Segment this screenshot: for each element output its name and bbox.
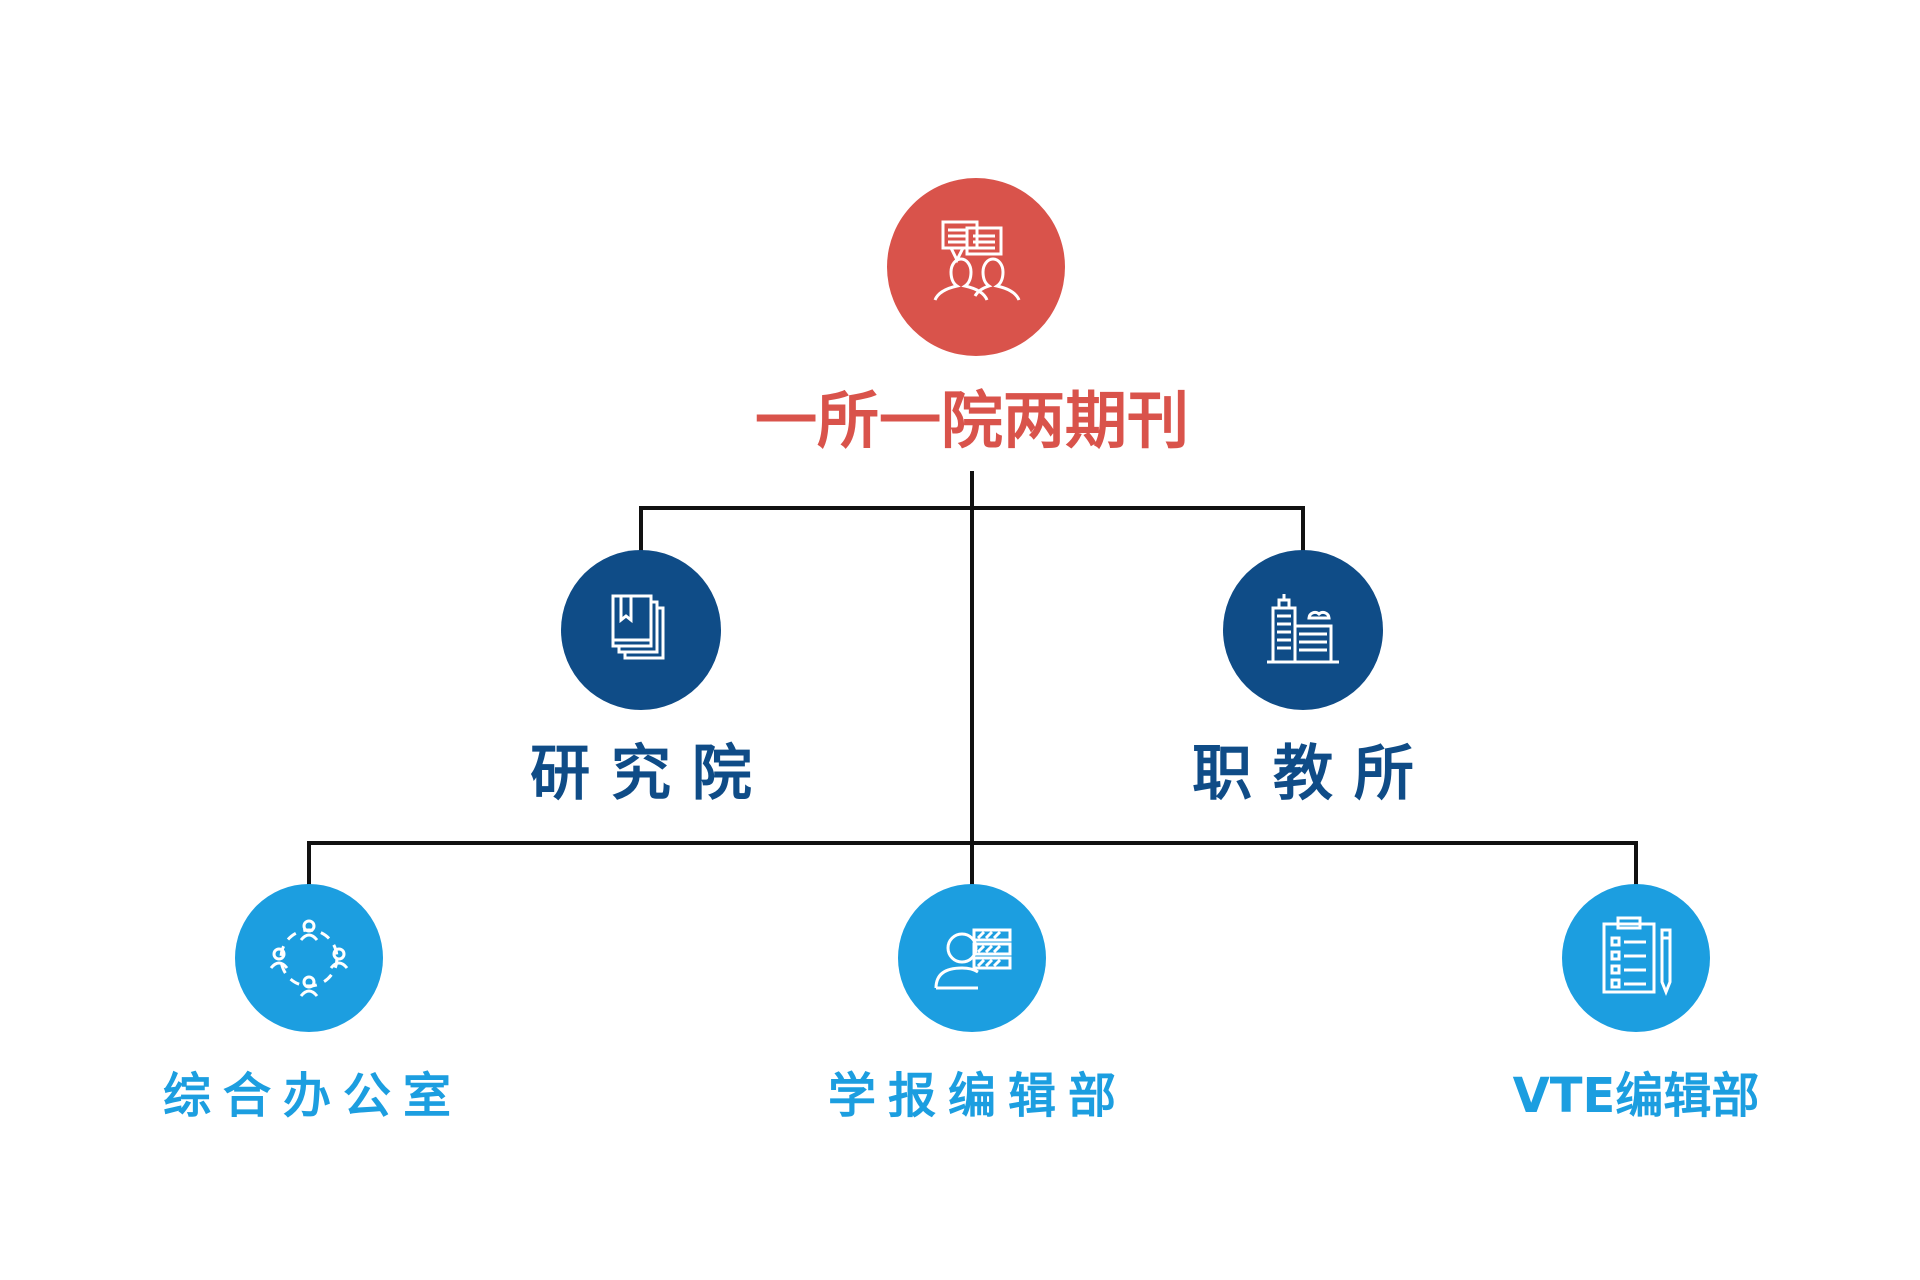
connector-level1-bar [639, 506, 1305, 510]
level1-node-label-research-institute: 研 究 院 [530, 739, 752, 809]
discussion-people-icon [933, 220, 1021, 301]
connector-level2-bar [307, 841, 1638, 845]
books-icon [611, 594, 665, 660]
connector-level2-right [1634, 841, 1638, 885]
connector-level1-right [1301, 506, 1305, 552]
connector-level2-left [307, 841, 311, 885]
buildings-icon [1267, 594, 1339, 664]
connector-root-trunk [970, 471, 974, 885]
profile-card-icon [934, 928, 1012, 990]
root-node-circle [887, 178, 1065, 356]
level2-node-label-general-office: 综合办公室 [162, 1068, 464, 1124]
level2-node-circle-general-office [235, 884, 383, 1032]
clipboard-pencil-icon [1602, 916, 1672, 997]
level1-node-circle-research-institute [561, 550, 721, 710]
team-network-icon [269, 919, 349, 997]
connector-level1-left [639, 506, 643, 552]
level2-node-label-journal-editorial: 学报编辑部 [827, 1068, 1129, 1124]
level1-node-label-vocational-institute: 职 教 所 [1192, 739, 1414, 809]
level2-node-circle-journal-editorial [898, 884, 1046, 1032]
level2-node-label-vte-editorial: VTE编辑部 [1512, 1068, 1760, 1124]
level2-node-circle-vte-editorial [1562, 884, 1710, 1032]
level1-node-circle-vocational-institute [1223, 550, 1383, 710]
root-node-label: 一所一院两期刊 [754, 384, 1190, 457]
